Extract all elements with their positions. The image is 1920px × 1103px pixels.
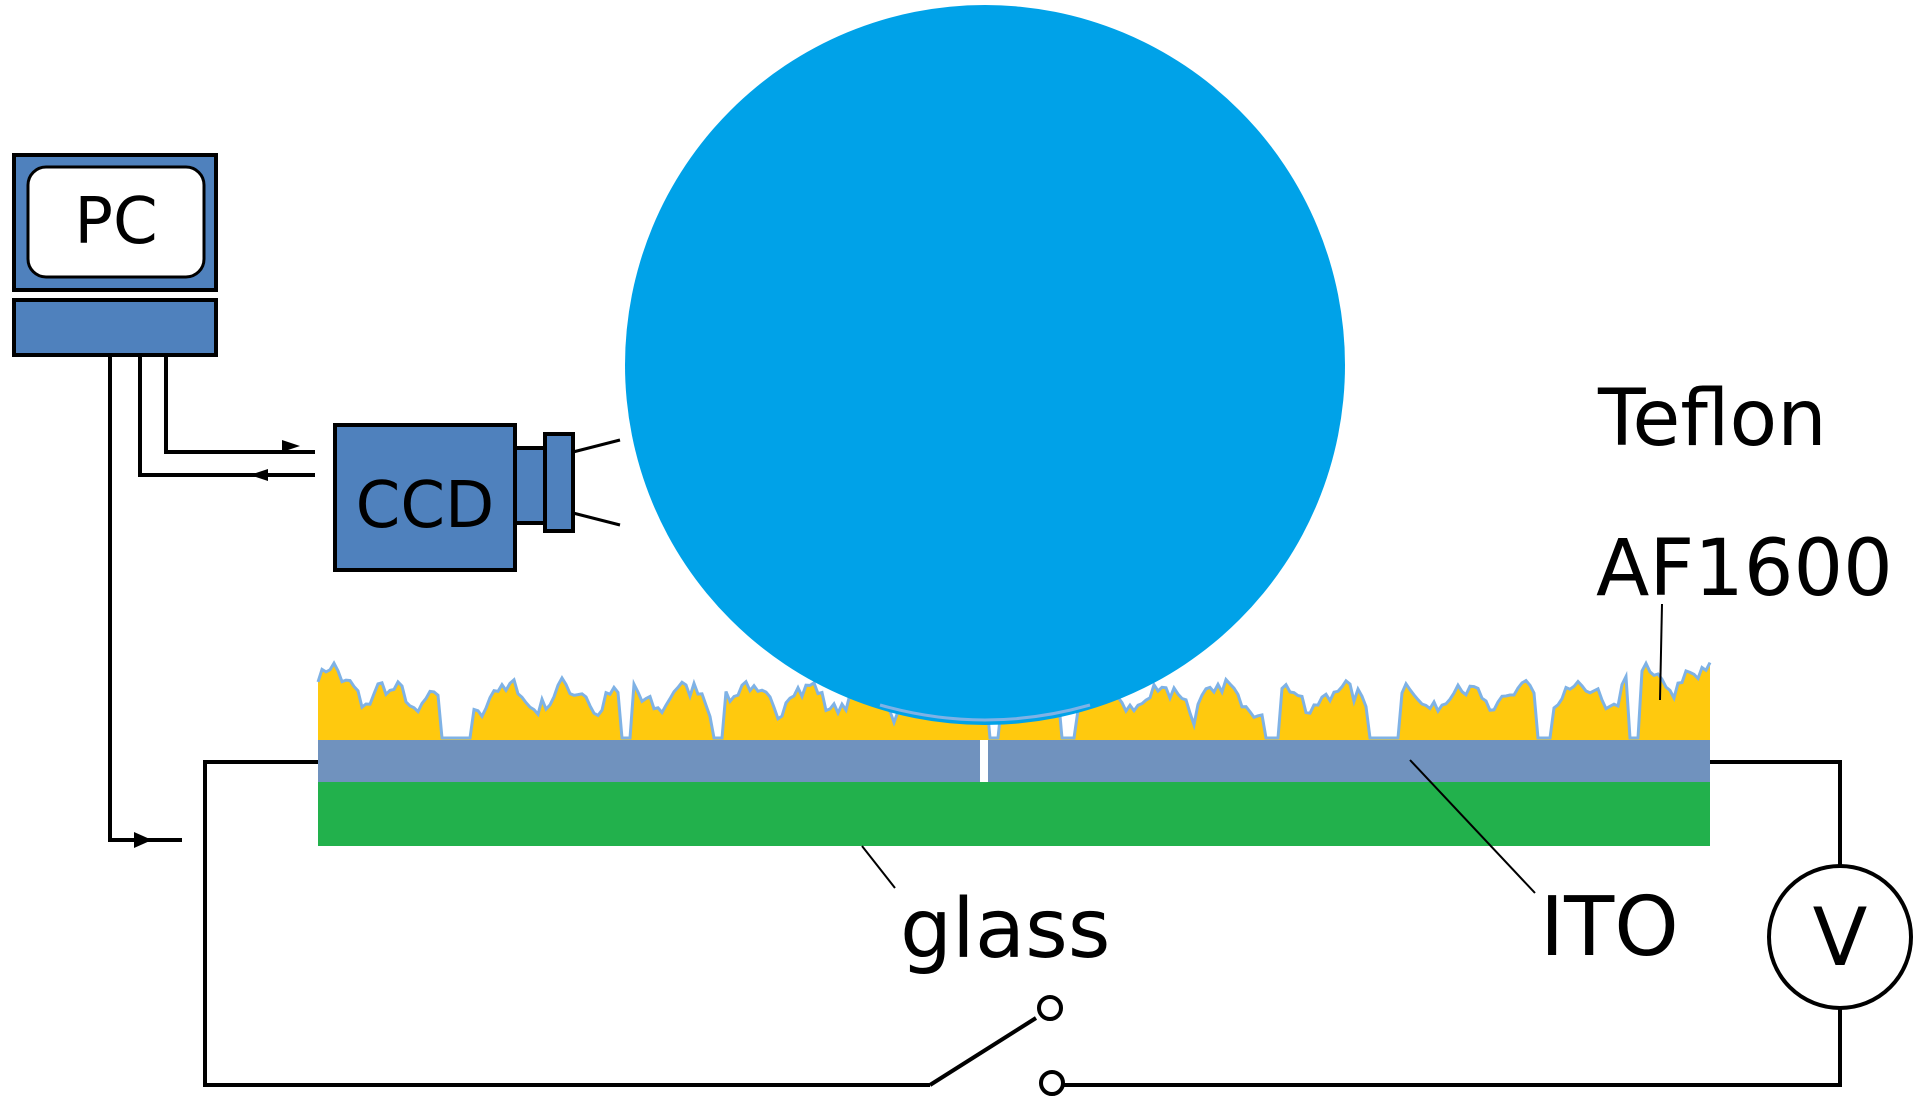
ito-gap: [980, 740, 988, 782]
droplet: [625, 5, 1345, 725]
ccd-lens: [543, 432, 575, 533]
voltmeter-label: V: [1813, 891, 1868, 984]
circuit-wires: [203, 760, 1842, 1087]
voltmeter-icon: V: [1767, 864, 1913, 1010]
droplet-contact-line: [879, 703, 1091, 722]
pc-control-line: [108, 355, 182, 842]
af1600-label: AF1600: [1596, 524, 1893, 614]
switch-icon: [928, 995, 1065, 1096]
arrow-icon: [282, 440, 300, 452]
glass-layer: [318, 780, 1710, 846]
arrow-icon: [250, 469, 268, 481]
glass-leader-line: [861, 845, 896, 889]
arrow-icon: [134, 832, 152, 848]
glass-label: glass: [900, 882, 1111, 977]
pc-label: PC: [74, 185, 157, 259]
ito-label: ITO: [1540, 880, 1679, 975]
teflon-layer: [318, 662, 1710, 740]
camera-icon: CCD: [333, 423, 621, 572]
ccd-view-line: [572, 511, 621, 527]
ccd-view-line: [572, 438, 621, 454]
teflon-label: Teflon: [1597, 374, 1827, 464]
ccd-label: CCD: [356, 469, 495, 543]
ccd-body: [333, 423, 517, 572]
teflon-leader-line: [1659, 603, 1663, 701]
computer-icon: PC: [12, 153, 218, 357]
pc-base: [12, 298, 218, 357]
pc-screen: [26, 165, 206, 279]
pc-ccd-signal-lines: [138, 355, 315, 477]
ito-leader-line: [1409, 759, 1536, 894]
ito-layer: [318, 740, 1710, 782]
ccd-lens-mount: [513, 446, 547, 525]
